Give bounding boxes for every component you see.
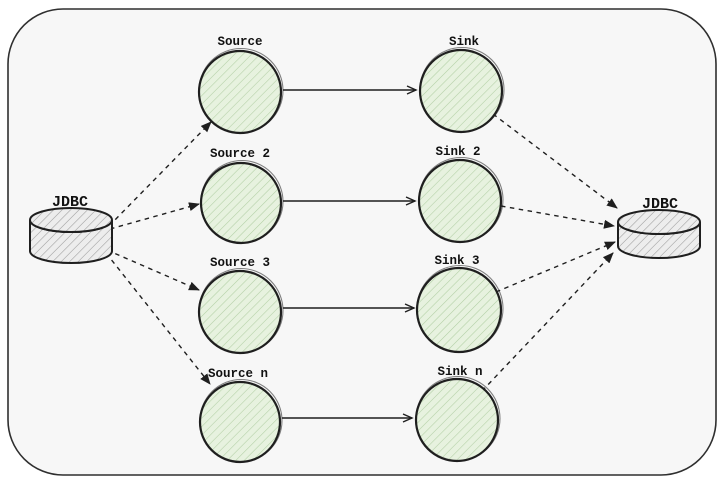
source-2-sketch-stroke <box>200 159 284 244</box>
sink-n-sketch-stroke <box>415 375 501 462</box>
jdbc-right-database: JDBC <box>617 196 701 259</box>
jdbc-left-cylinder-top <box>29 207 113 233</box>
source-node-2: Source 2 <box>199 147 284 245</box>
edges-sinks-to-db <box>481 113 618 392</box>
edge-jdbc-to-source-3 <box>106 249 200 291</box>
source-node-3: Source 3 <box>197 256 284 355</box>
edge-jdbc-to-source-1 <box>108 121 212 227</box>
edge-sink2-to-jdbc <box>500 205 615 229</box>
sink-n-label: Sink n <box>437 365 482 379</box>
sink-2-sketch-stroke <box>418 156 504 243</box>
source-1-label: Source <box>217 35 262 49</box>
source-n-sketch-stroke <box>199 378 283 463</box>
sink-node-1: Sink <box>418 35 505 134</box>
sink-3-sketch-stroke <box>416 264 504 353</box>
sink-1-sketch-stroke <box>419 46 505 133</box>
edge-sink3-to-jdbc <box>495 241 616 293</box>
sink-node-n: Sink n <box>414 365 501 463</box>
sink-1-label: Sink <box>449 35 480 49</box>
jdbc-right-label: JDBC <box>642 196 678 213</box>
source-node-n: Source n <box>198 367 283 464</box>
source-1-sketch-stroke <box>198 47 284 134</box>
jdbc-right-cylinder-top <box>617 209 701 235</box>
sink-node-3: Sink 3 <box>415 254 504 354</box>
sink-node-2: Sink 2 <box>417 145 504 244</box>
jdbc-left-database: JDBC <box>29 194 113 264</box>
edges-db-to-sources <box>105 121 212 385</box>
edge-jdbc-to-source-2 <box>109 202 200 230</box>
jdbc-left-label: JDBC <box>52 194 88 211</box>
source-n-label: Source n <box>208 367 268 381</box>
edge-sink1-to-jdbc <box>492 113 618 209</box>
diagram-frame <box>7 8 717 476</box>
source-node-1: Source <box>197 35 284 135</box>
edges-source-to-sink <box>282 85 418 423</box>
source-2-label: Source 2 <box>210 147 270 161</box>
source-3-sketch-stroke <box>198 267 284 354</box>
sink-3-label: Sink 3 <box>434 254 479 268</box>
sink-2-label: Sink 2 <box>435 145 480 159</box>
source-3-label: Source 3 <box>210 256 270 270</box>
edge-jdbc-to-source-n <box>105 252 211 385</box>
